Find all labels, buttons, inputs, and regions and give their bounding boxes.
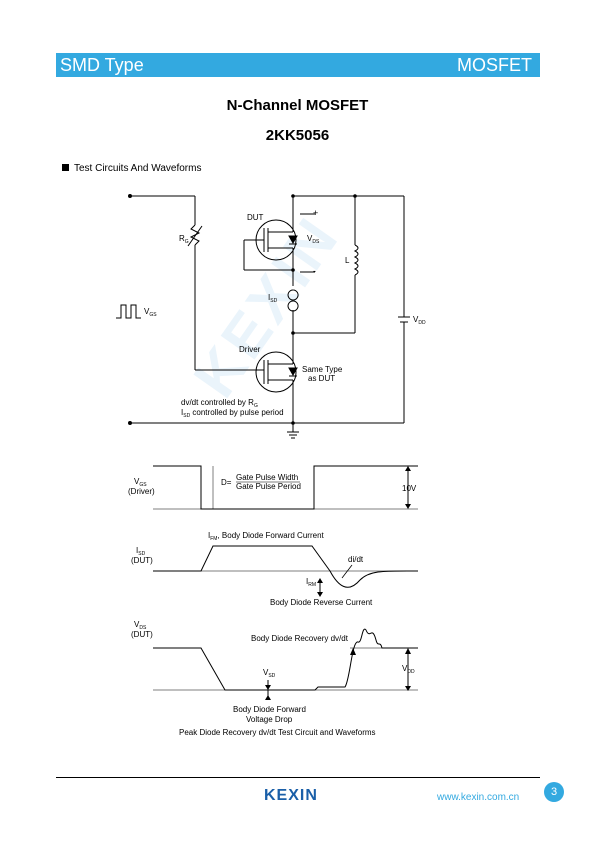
vds-label: VDS <box>307 234 320 245</box>
note-dvdt: dv/dt controlled by RG <box>181 398 258 409</box>
isd-label: ISD <box>268 293 278 304</box>
section-title: Test Circuits And Waveforms <box>74 163 202 174</box>
irm-arrow-up-icon <box>317 578 323 583</box>
irm-arrow-down-icon <box>317 592 323 597</box>
driver-label: Driver <box>239 345 261 354</box>
driver-wave-label: (Driver) <box>128 487 155 496</box>
vgs-label: VGS <box>144 307 157 318</box>
duty-d: D= <box>221 478 232 487</box>
header-bar: SMD Type MOSFET <box>56 53 540 77</box>
volt-10: 10V <box>402 484 417 493</box>
duty-denominator: Gate Pulse Period <box>236 482 301 491</box>
figure-caption: Peak Diode Recovery dv/dt Test Circuit a… <box>179 728 376 737</box>
dut2-wave-label: (DUT) <box>131 630 153 639</box>
ifm-label: IFM, Body Diode Forward Current <box>208 531 325 542</box>
vsd-label: VSD <box>263 668 276 679</box>
isd-wave-label: ISD <box>136 546 146 557</box>
inductor-label: L <box>345 256 350 265</box>
part-number: 2KK5056 <box>265 127 330 144</box>
vdd-wave-label: VDD <box>402 664 415 675</box>
junction-dots <box>291 194 357 425</box>
recovery-label: Body Diode Recovery dv/dt <box>251 634 349 643</box>
vsd-arrow-down-icon <box>265 685 271 690</box>
arrow-down-icon <box>405 504 411 509</box>
vgs-wave-label: VGS <box>134 477 147 488</box>
vsd-arrow-up-icon <box>265 695 271 700</box>
vdd-label: VDD <box>413 315 426 326</box>
bullet-square-icon <box>62 164 69 171</box>
footer-url[interactable]: www.kexin.com.cn <box>437 792 520 803</box>
reverse-current-label: Body Diode Reverse Current <box>270 598 373 607</box>
as-dut-label: as DUT <box>308 374 335 383</box>
section-heading: Test Circuits And Waveforms <box>62 163 201 174</box>
irm-label: IRM <box>306 577 316 588</box>
page-title: N-Channel MOSFET <box>226 97 369 114</box>
page-number: 3 <box>544 782 564 802</box>
dut-label: DUT <box>247 213 264 222</box>
didt-label: di/dt <box>348 555 364 564</box>
arrow-up-icon <box>405 466 411 471</box>
footer-rule <box>56 777 540 778</box>
vds-wave-label: VDS <box>134 620 147 631</box>
plus-sign: + <box>313 208 318 218</box>
duty-numerator: Gate Pulse Width <box>236 473 298 482</box>
recovery-arrow-icon <box>350 648 356 655</box>
footer-logo: KEXIN <box>264 787 318 804</box>
header-type: SMD Type <box>60 55 144 75</box>
vgs-waveform <box>153 465 418 510</box>
header-category: MOSFET <box>457 55 532 75</box>
same-type-label: Same Type <box>302 365 343 374</box>
minus-sign: - <box>313 266 316 276</box>
test-circuit <box>116 194 410 439</box>
forward-drop-2: Voltage Drop <box>246 715 293 724</box>
vdd-arrow-up-icon <box>405 648 411 654</box>
note-isd: ISD controlled by pulse period <box>181 408 284 419</box>
forward-drop-1: Body Diode Forward <box>233 705 306 714</box>
didt-pointer <box>341 564 353 579</box>
rg-label: RG <box>179 234 189 245</box>
isd-waveform <box>153 545 419 596</box>
vdd-arrow-down-icon <box>405 686 411 691</box>
dut-wave-label: (DUT) <box>131 556 153 565</box>
